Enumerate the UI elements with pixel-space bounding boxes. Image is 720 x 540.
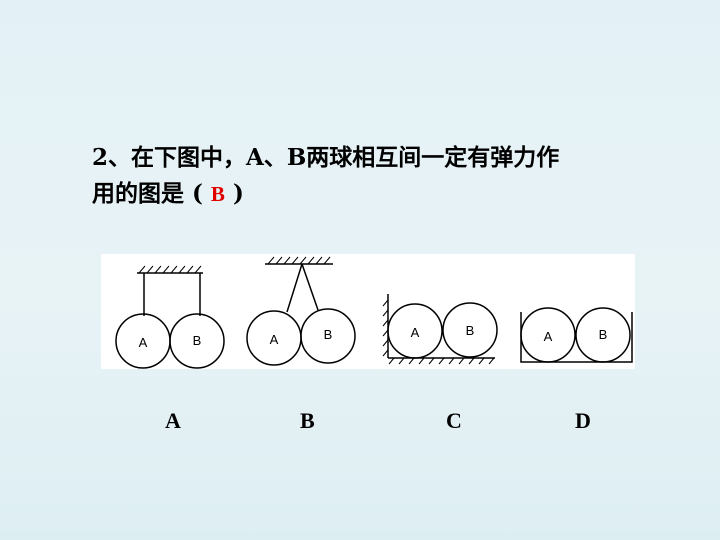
diagram-b (246, 256, 356, 366)
diagram-c (382, 294, 498, 365)
ceiling-b-hatch (267, 256, 331, 265)
question-line-2-prefix: 用的图是 ( (92, 180, 203, 207)
ball-letters: A B A B A B A B (139, 323, 608, 350)
ball-a-4-label: A (544, 329, 553, 344)
answer-text: B (210, 182, 225, 206)
diagram-d (520, 307, 633, 363)
question-text: 2、在下图中，A、B两球相互间一定有弹力作 用的图是 ( B ) (92, 140, 672, 212)
wall-c-hatch (382, 299, 389, 357)
physics-diagram: A B A B A B A B (115, 256, 633, 369)
ball-b-3-label: B (466, 323, 475, 338)
diagram-a (115, 265, 225, 369)
option-label-b: B (300, 408, 315, 433)
figure-panel: A B A B A B A B (101, 254, 635, 369)
option-label-a: A (165, 408, 181, 433)
ball-a-1-label: A (139, 335, 148, 350)
floor-c-hatch (388, 357, 495, 365)
ball-b-2 (300, 308, 356, 364)
ball-b-2-label: B (324, 327, 333, 342)
ball-b-3 (442, 302, 498, 358)
option-label-d: D (575, 408, 591, 433)
ball-b-4 (575, 307, 631, 363)
ceiling-a-hatch (138, 265, 202, 274)
option-label-c: C (446, 408, 462, 433)
question-line-2: 用的图是 ( B ) (92, 176, 672, 212)
ball-b-1-label: B (193, 333, 202, 348)
question-line-2-suffix: ) (232, 180, 244, 207)
string-b-left (286, 263, 303, 313)
ball-a-3-label: A (411, 325, 420, 340)
ball-a-2-label: A (270, 332, 279, 347)
ball-b-1 (169, 313, 225, 369)
string-b-right (301, 263, 319, 311)
ball-a-3 (387, 303, 443, 359)
question-line-1: 2、在下图中，A、B两球相互间一定有弹力作 (92, 144, 560, 171)
ball-a-4 (520, 307, 576, 363)
ball-b-4-label: B (599, 327, 608, 342)
